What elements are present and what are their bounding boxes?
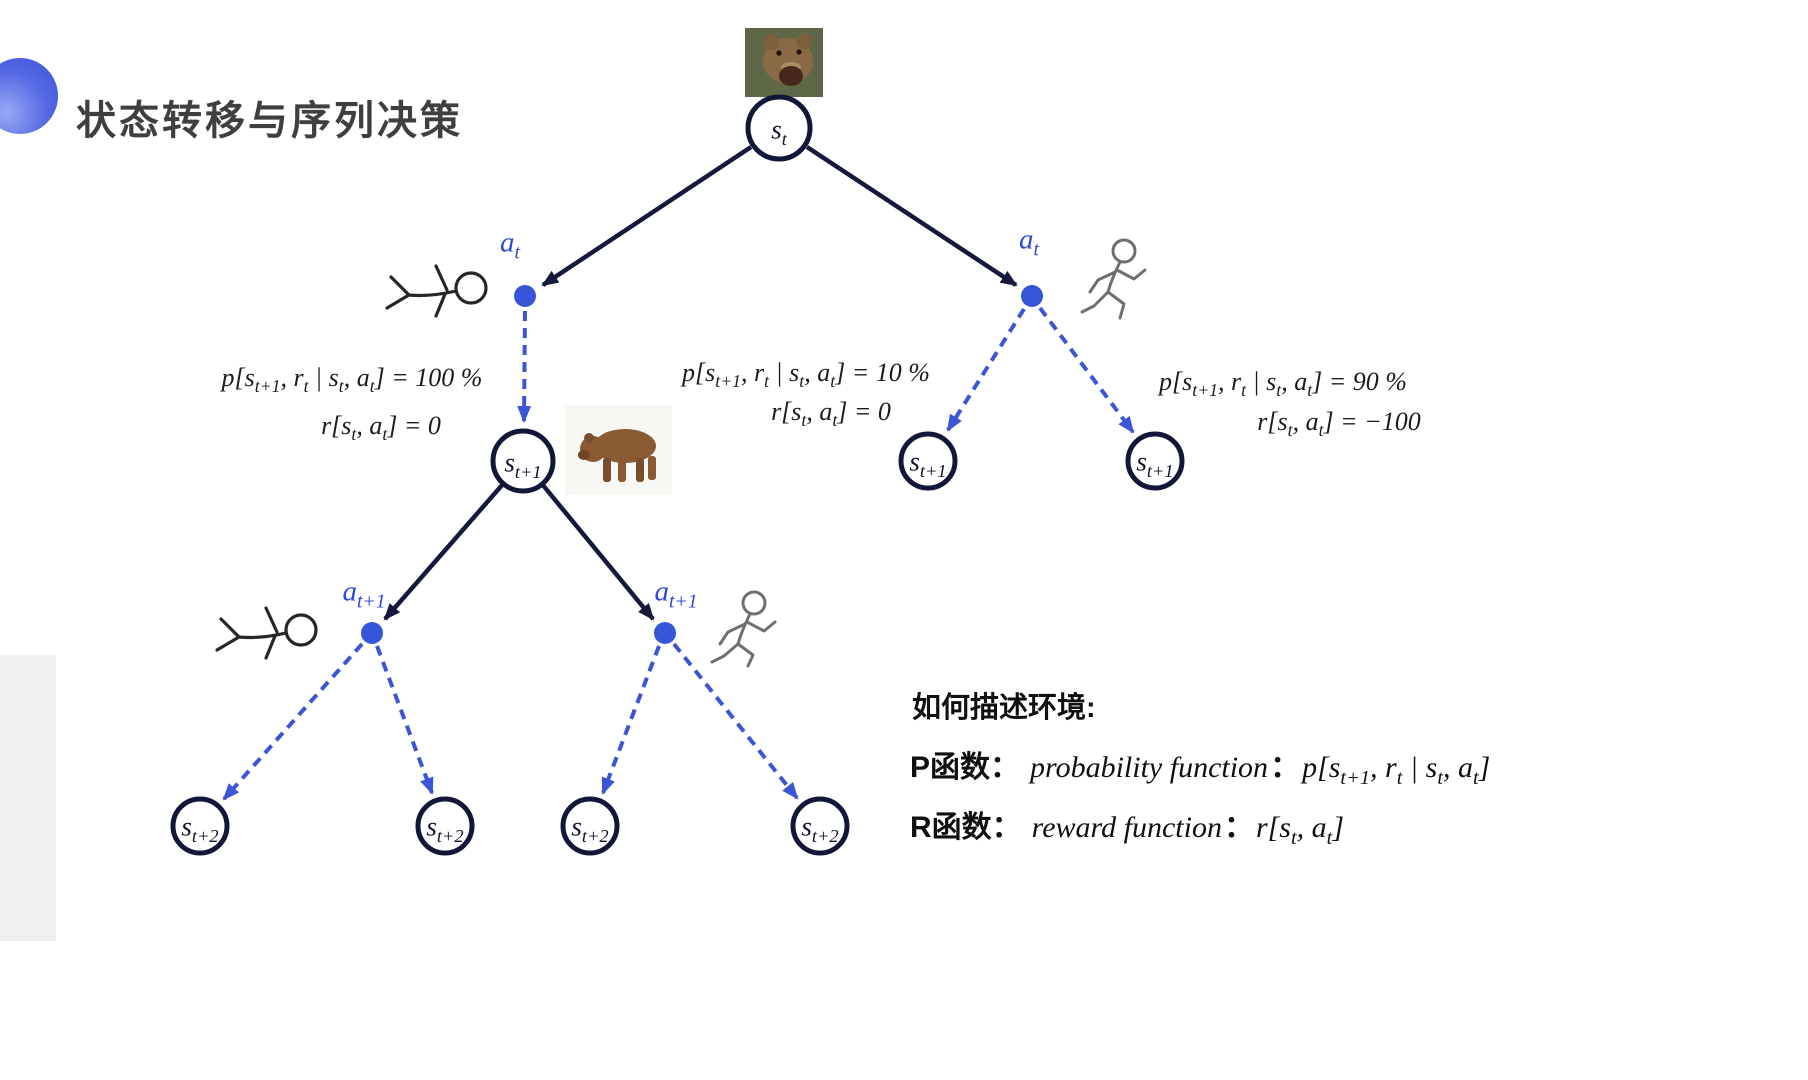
state-label-st2-1: st+2 <box>181 811 219 846</box>
title-accent-circle-icon <box>0 58 58 134</box>
edge-at1-left-to-st2-1 <box>222 642 364 801</box>
action-dot-at1-right <box>654 622 676 644</box>
state-node-st <box>745 94 813 162</box>
state-label-st2-4: st+2 <box>801 811 839 846</box>
legend-heading: 如何描述环境: <box>912 692 1096 724</box>
p-function-line: P函数： probability function ： p[st+1, rt |… <box>910 742 1491 789</box>
prob-annotation-left: p[st+1, rt | st, at] = 100 % <box>221 363 483 397</box>
state-label-st2-3: st+2 <box>571 811 609 846</box>
edge-at1-right-to-st2-4 <box>672 642 799 800</box>
state-label-st2-2: st+2 <box>426 811 464 846</box>
edge-st1-to-at1-left <box>383 482 505 621</box>
action-label-at-right: at <box>1019 223 1039 261</box>
running-person-icon-bottom <box>710 590 777 668</box>
action-dot-at-left <box>514 285 536 307</box>
state-label-st1-mid: st+1 <box>909 446 947 481</box>
state-node-st2-4 <box>790 796 850 856</box>
lying-person-icon-bottom <box>215 606 318 660</box>
p-function-label: P函数： <box>910 751 1021 784</box>
p-function-name: probability function <box>1030 751 1269 784</box>
lying-person-icon-top <box>385 264 488 318</box>
r-function-label: R函数： <box>910 811 1022 844</box>
state-node-st2-3 <box>560 796 620 856</box>
action-label-at-left: at <box>500 226 520 264</box>
p-function-formula: p[st+1, rt | st, at] <box>1302 751 1491 789</box>
reward-annotation-left: r[st, at] = 0 <box>321 411 441 445</box>
edge-st-to-at-left <box>541 145 753 287</box>
edge-at-right-to-st1-right <box>1038 306 1135 434</box>
edge-st-to-at-right <box>805 145 1018 287</box>
action-dot-at-right <box>1021 285 1043 307</box>
state-node-st1-mid <box>898 431 958 491</box>
r-function-formula: r[st, at] <box>1255 811 1345 849</box>
bear-walking-photo-icon <box>565 405 672 495</box>
reward-annotation-middle: r[st, at] = 0 <box>771 397 891 431</box>
running-person-icon-top <box>1080 238 1147 320</box>
r-function-separator: ： <box>1223 811 1254 844</box>
edge-at1-right-to-st2-3 <box>601 645 661 795</box>
page-title: 状态转移与序列决策 <box>76 99 463 143</box>
state-label-st1-left: st+1 <box>504 447 542 482</box>
state-node-st1-left <box>490 428 556 494</box>
edge-st1-to-at1-right <box>540 482 655 621</box>
reward-annotation-right: r[st, at] = −100 <box>1257 407 1421 441</box>
action-label-at1-left: at+1 <box>342 575 386 613</box>
edge-at-left-to-st1 <box>517 310 532 423</box>
action-label-at1-right: at+1 <box>654 575 698 613</box>
prob-annotation-right: p[st+1, rt | st, at] = 90 % <box>1159 367 1407 401</box>
state-node-st1-right <box>1125 431 1185 491</box>
edge-at1-left-to-st2-2 <box>375 645 434 795</box>
state-label-st1-right: st+1 <box>1136 446 1174 481</box>
r-function-name: reward function <box>1031 811 1222 844</box>
state-node-st2-1 <box>170 796 230 856</box>
state-node-st2-2 <box>415 796 475 856</box>
left-gray-strip <box>0 655 56 941</box>
p-function-separator: ： <box>1270 751 1301 784</box>
state-label-st: st <box>771 114 787 149</box>
prob-annotation-middle: p[st+1, rt | st, at] = 10 % <box>682 358 930 392</box>
action-dot-at1-left <box>361 622 383 644</box>
edge-at-right-to-st1-mid <box>946 307 1026 432</box>
r-function-line: R函数： reward function ： r[st, at] <box>910 802 1345 849</box>
bear-roar-photo-icon <box>745 28 823 97</box>
